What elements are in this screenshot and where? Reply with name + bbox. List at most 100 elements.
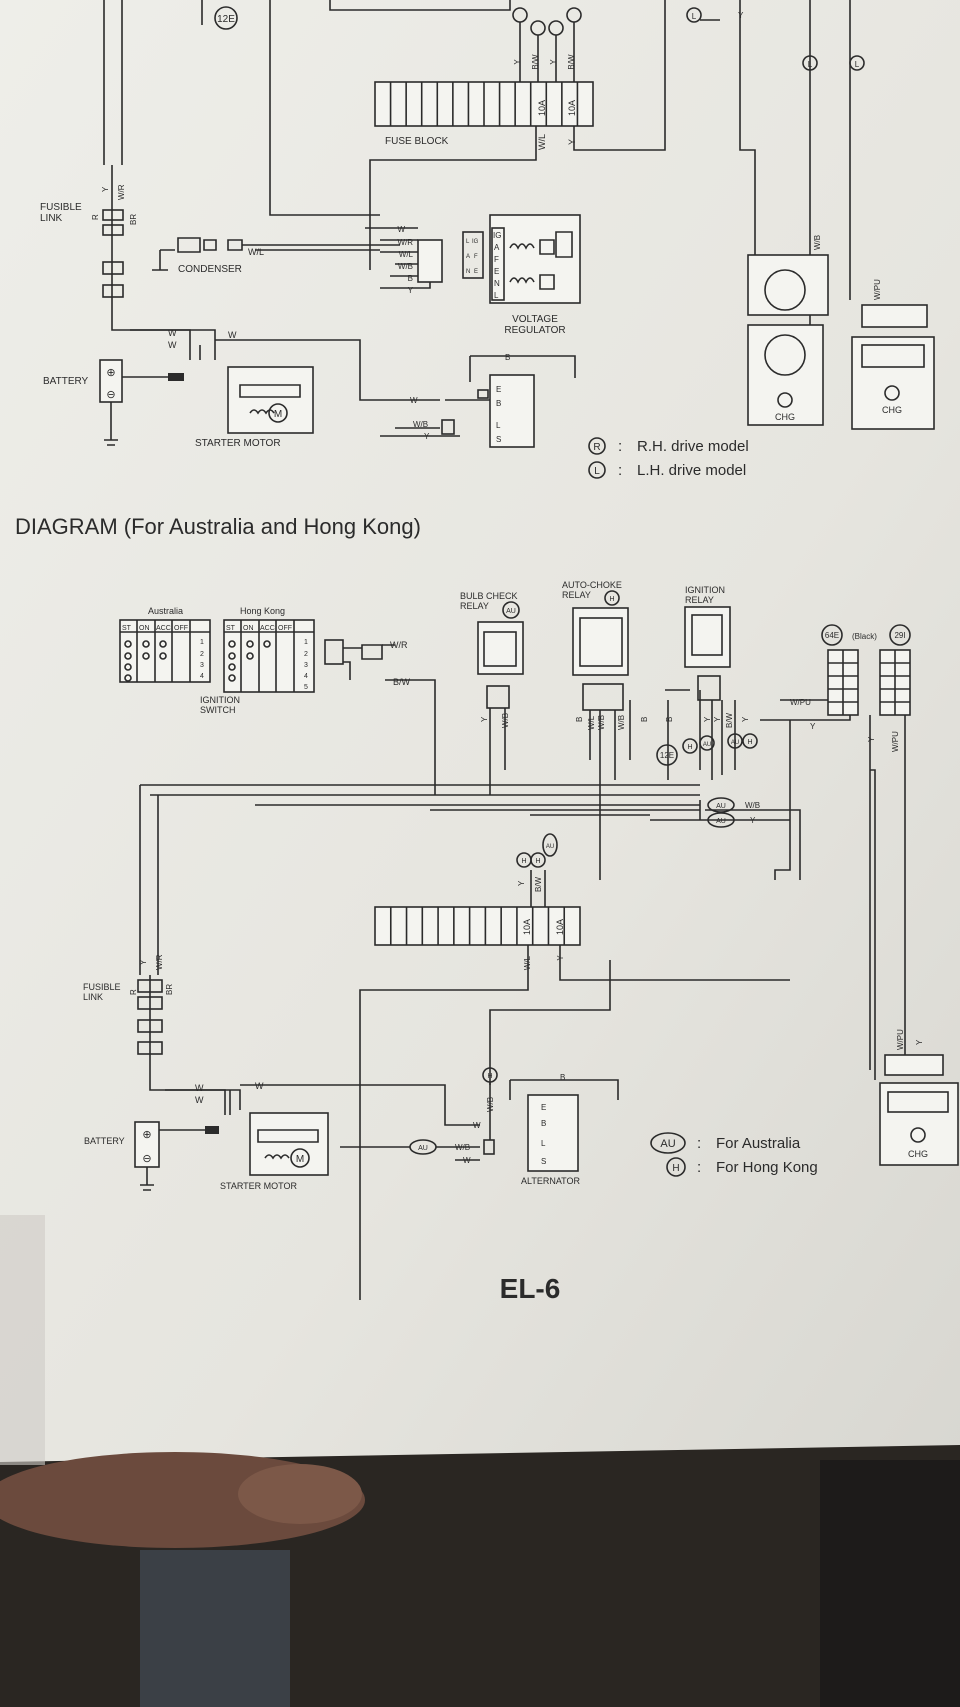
legend-symbol-h-text: H	[672, 1163, 679, 1174]
choke-wire-wb-1: W/B	[597, 715, 606, 730]
choke-wire-b-2: B	[640, 717, 649, 722]
alt-pin-b: B	[496, 399, 501, 408]
legend-text-australia: For Australia	[716, 1135, 801, 1152]
plug-pin-a: A	[466, 254, 470, 260]
switch-contact-dot	[159, 640, 167, 648]
main-feed-wires	[103, 0, 380, 360]
right-wire-l-2: L	[808, 60, 813, 69]
legend-symbol-h	[666, 1157, 686, 1177]
switch-contact-dot	[124, 663, 132, 671]
starter-motor-m: M	[296, 1154, 304, 1165]
starter-label-bottom: STARTER MOTOR	[220, 1181, 298, 1191]
fuse-rating-1: 10A	[537, 100, 547, 116]
bottom-diagram: Australia Hong Kong ST ON ACC OFF ST ON …	[83, 580, 959, 1300]
bulb-wire-y: Y	[480, 716, 489, 722]
relay-connector	[582, 683, 624, 711]
ign-wire-y-3: Y	[741, 716, 750, 722]
connector-tag-64e	[821, 624, 843, 646]
paper-shadow	[0, 1215, 45, 1465]
fusible-link	[137, 1041, 163, 1055]
fingertip	[238, 1464, 362, 1524]
switch-wire-wr: W/R	[390, 640, 408, 650]
alternator-top	[489, 374, 535, 448]
switch-contact-dot	[142, 652, 150, 660]
fusible-wire-wr: W/R	[117, 184, 126, 200]
plug-pin-ig: IG	[472, 239, 479, 245]
relay-wires	[489, 689, 736, 880]
fusible-link	[102, 261, 124, 275]
fuse-top-tag	[542, 833, 558, 857]
starter-wire-3: W	[228, 330, 237, 340]
switch-hk-row-3: 3	[304, 662, 308, 669]
junction-wire-wb: W/B	[745, 801, 760, 810]
chg-label-1: CHG	[775, 412, 795, 422]
harness-wires	[365, 227, 431, 289]
condenser-label: CONDENSER	[178, 264, 242, 275]
connector-tag-12e-text: 12E	[660, 751, 674, 760]
fuse-bottom-rating-1: 10A	[522, 919, 532, 935]
chg-wire-y: Y	[915, 1039, 924, 1045]
starter-motor-symbol	[290, 1148, 310, 1168]
fuse-block-label: FUSE BLOCK	[385, 136, 449, 147]
plug-pin-l: L	[466, 239, 470, 245]
alt-pin-s: S	[496, 435, 501, 444]
alt-bottom-wire-wb2: W/B	[455, 1143, 470, 1152]
connector-wire-y-2: Y	[867, 736, 876, 742]
regulator-pin-ig: IG	[493, 231, 501, 240]
chg-connector	[861, 304, 928, 328]
right-wire-wpu: W/PU	[873, 279, 882, 300]
choke-wire-wb-2: W/B	[617, 715, 626, 730]
switch-hk-row-2: 2	[304, 651, 308, 658]
switch-au-row-3: 3	[200, 662, 204, 669]
connector-tag-29i-text: 29I	[894, 631, 905, 640]
fuse-top-wire-1: Y	[513, 59, 522, 65]
plug-pin-n: N	[466, 269, 470, 275]
switch-au-off: OFF	[174, 625, 188, 632]
fuse-wire-label-2: Y	[567, 139, 577, 145]
starter-wire-1: W	[168, 328, 177, 338]
switch-table-title-hk: Hong Kong	[240, 606, 285, 616]
starter-wire-2: W	[168, 340, 177, 350]
bulb-wire-wb: W/B	[501, 713, 510, 728]
switch-hk-st: ST	[226, 625, 236, 632]
starter-label-top: STARTER MOTOR	[195, 438, 281, 449]
chg-label-bottom: CHG	[908, 1149, 928, 1159]
battery-minus-symbol: ⊖	[106, 389, 115, 401]
legend-symbol-au	[650, 1132, 686, 1154]
alt-wire-y: Y	[424, 432, 430, 441]
blurred-object	[140, 1550, 290, 1707]
right-connector-wires	[760, 699, 906, 1080]
junction-tag-au-4: AU	[716, 818, 726, 825]
connector-wire-wpu-2: W/PU	[891, 731, 900, 752]
alt-pin-e: E	[496, 385, 501, 394]
regulator-terminal-strip	[491, 227, 505, 301]
switch-contacts	[124, 640, 271, 682]
right-wire-l-1: L	[692, 12, 697, 21]
right-wire-wb: W/B	[813, 235, 822, 250]
fuse-block-segments	[389, 82, 579, 126]
relay-connector	[697, 675, 721, 701]
alt-wire-w: W	[410, 396, 418, 405]
switch-contact-dot	[159, 652, 167, 660]
ign-wire-y-2: Y	[713, 716, 722, 722]
alt-bottom-pin-e: E	[541, 1103, 546, 1112]
ignition-relay-inner	[691, 614, 723, 656]
alt-connector	[483, 1139, 495, 1155]
regulator-plug-pins	[462, 231, 484, 279]
switch-contact-dot	[228, 663, 236, 671]
junction-tag-au-1: AU	[703, 742, 711, 748]
alt-bottom-pin-l: L	[541, 1139, 546, 1148]
alt-bottom-pin-s: S	[541, 1157, 546, 1166]
starter-wires-top	[130, 329, 440, 401]
ign-wire-y-1: Y	[703, 716, 712, 722]
switch-table-au	[119, 619, 211, 683]
fusible-wire-br: BR	[129, 214, 138, 225]
switch-hk-off: OFF	[278, 625, 292, 632]
legend-symbol-r-text: R	[593, 442, 600, 453]
fuse-top-wire-2: B/W	[531, 54, 540, 70]
switch-table-title-au: Australia	[148, 606, 183, 616]
alternator-label: ALTERNATOR	[521, 1176, 581, 1186]
